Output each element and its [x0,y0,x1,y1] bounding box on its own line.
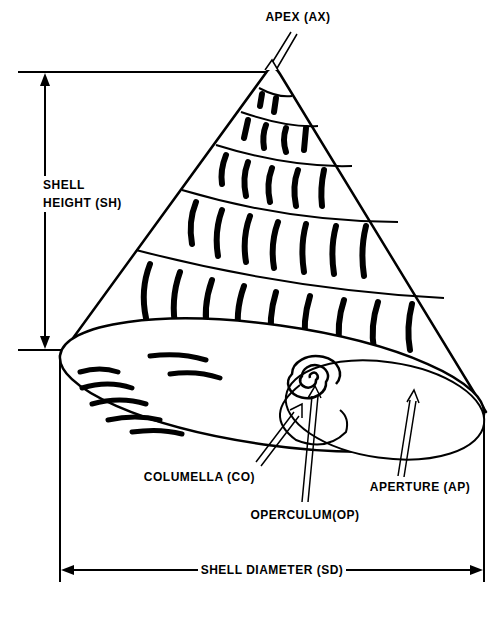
stripe [321,170,324,206]
stripe [408,304,412,350]
stripe [263,125,266,148]
stripe [373,302,378,350]
arrowhead [470,565,483,575]
stripe [244,162,248,196]
dimension-label: SHELL HEIGHT (SH) [40,176,128,212]
suture-line [182,190,398,222]
shell-stripes [144,94,412,350]
stripe [80,369,118,372]
stripe [92,400,146,404]
arrowhead [61,565,74,575]
leader-lines [256,32,419,502]
stripe [217,210,222,256]
extension-line [59,356,61,582]
stripe [170,373,220,378]
stripe [144,264,150,318]
stripe [191,202,196,244]
stripe [273,222,278,268]
stripe [150,355,206,360]
dimension-label: SHELL DIAMETER (SD) [198,561,347,579]
stripe [132,430,182,434]
stripe [245,216,250,262]
stripe [222,155,227,184]
leader-double-line [256,412,299,466]
extension-line [18,71,272,73]
stripe [82,384,132,388]
operculum-spiral [288,356,340,398]
part-label: APERTURE (AP) [367,478,474,496]
shell-base [52,296,493,474]
sutures [136,88,444,298]
arrowhead [40,73,50,86]
stripe [244,120,248,138]
stripe [332,226,336,274]
part-label: OPERCULUM(OP) [247,506,362,524]
stripe [274,98,276,112]
leader-head [290,404,302,418]
part-label: APEX (AX) [262,8,333,26]
leader-head [308,386,321,398]
stripe [260,94,262,106]
stripe [108,417,160,420]
extension-line [483,416,485,582]
stripe [362,226,366,276]
base-stripes [80,355,220,434]
part-label: COLUMELLA (CO) [141,468,258,486]
leader-head [407,390,419,403]
leader-head [265,60,278,70]
stripe [294,170,298,206]
arrowhead [40,336,50,349]
stripe [302,224,306,272]
extension-line [18,349,62,351]
leader-double-line [398,400,416,477]
stripe [304,128,306,150]
stripe [268,168,272,202]
stripe [284,128,286,152]
suture-line [241,112,318,126]
leader-double-line [302,396,318,502]
